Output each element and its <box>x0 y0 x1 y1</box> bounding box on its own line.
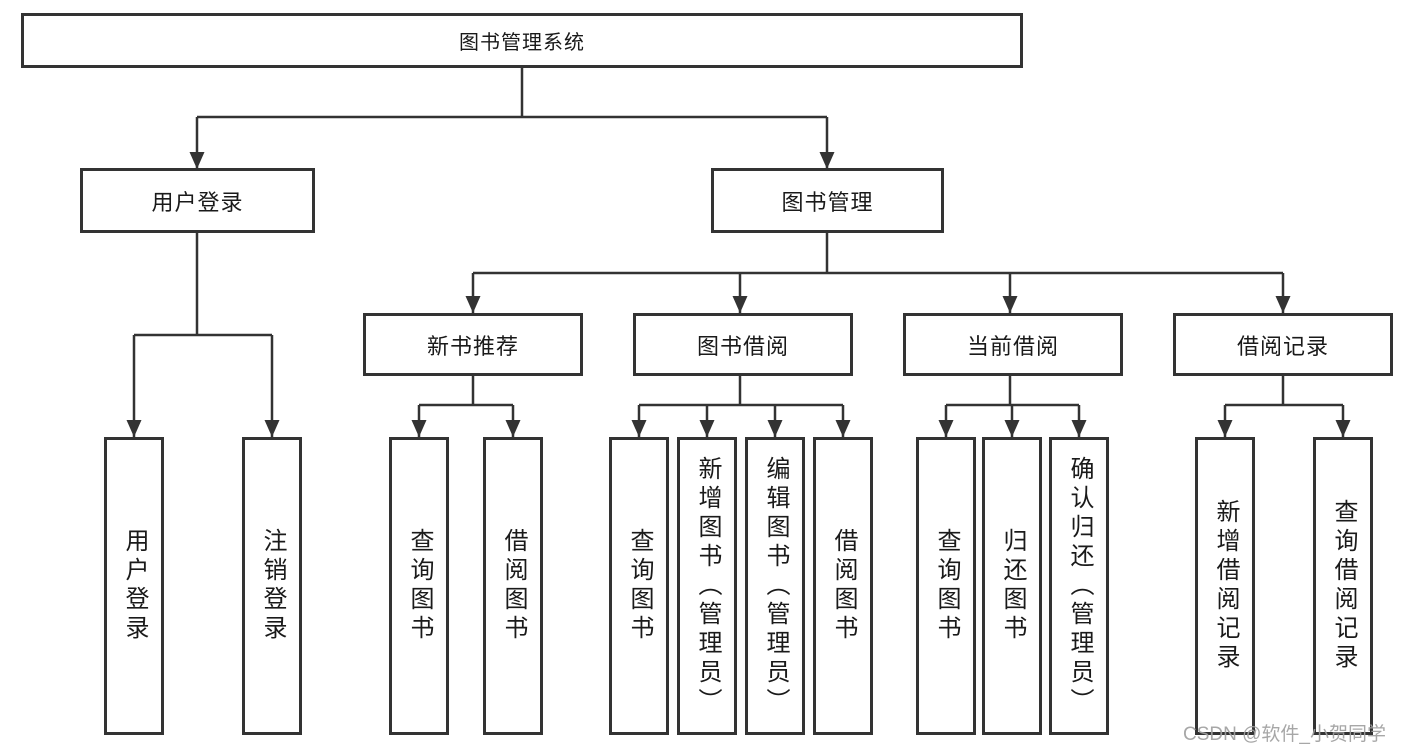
node-current-borrowing: 当前借阅 <box>903 313 1123 376</box>
node-user-login: 用户登录 <box>80 168 315 233</box>
node-borrowing-records: 借阅记录 <box>1173 313 1393 376</box>
leaf-nb-query-books: 查询图书 <box>389 437 449 735</box>
leaf-bb-add-books-admin: 新增图书（管理员） <box>677 437 737 735</box>
leaf-logout: 注销登录 <box>242 437 302 735</box>
node-book-borrowing: 图书借阅 <box>633 313 853 376</box>
leaf-cb-confirm-return-admin: 确认归还（管理员） <box>1049 437 1109 735</box>
leaf-br-add-borrow-record: 新增借阅记录 <box>1195 437 1255 735</box>
leaf-br-query-borrow-record: 查询借阅记录 <box>1313 437 1373 735</box>
node-book-management: 图书管理 <box>711 168 944 233</box>
leaf-cb-query-books: 查询图书 <box>916 437 976 735</box>
leaf-nb-borrow-books: 借阅图书 <box>483 437 543 735</box>
leaf-cb-return-books: 归还图书 <box>982 437 1042 735</box>
csdn-watermark: CSDN @软件_小贺同学 <box>1183 724 1386 745</box>
leaf-bb-edit-books-admin: 编辑图书（管理员） <box>745 437 805 735</box>
leaf-bb-borrow-books: 借阅图书 <box>813 437 873 735</box>
leaf-user-login: 用户登录 <box>104 437 164 735</box>
node-new-book-recommendation: 新书推荐 <box>363 313 583 376</box>
leaf-bb-query-books: 查询图书 <box>609 437 669 735</box>
node-root: 图书管理系统 <box>21 13 1023 68</box>
